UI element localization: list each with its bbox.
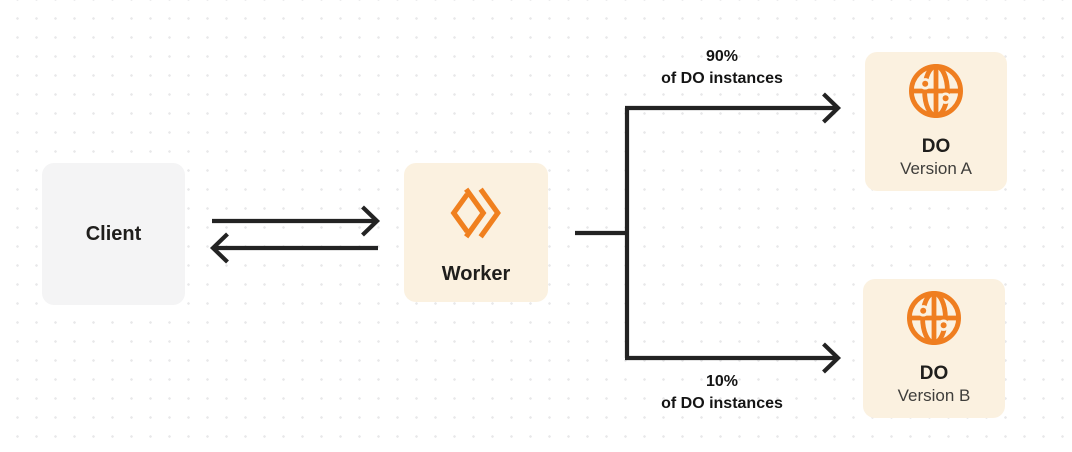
do-version-b-subtitle: Version B: [897, 386, 971, 405]
do-version-a-title: DO: [921, 136, 951, 157]
workers-icon: [447, 184, 505, 242]
edge-label-90-percent-caption: of DO instances: [661, 70, 783, 87]
client-label: Client: [85, 222, 142, 245]
branch-to-do-b-arrowhead: [822, 342, 842, 374]
edge-label-10-percent-caption: of DO instances: [661, 395, 783, 412]
edge-label-90-percent: 90% of DO instances: [617, 46, 827, 90]
durable-object-globe-icon: [904, 288, 964, 348]
client-node: Client: [42, 163, 185, 305]
client-to-worker-arrowhead: [361, 205, 381, 237]
durable-object-globe-icon: [906, 61, 966, 121]
edge-label-90-percent-value: 90%: [705, 48, 739, 65]
do-version-b-node: DO Version B: [863, 279, 1005, 418]
do-version-a-node: DO Version A: [865, 52, 1007, 191]
edge-label-10-percent: 10% of DO instances: [617, 371, 827, 415]
edge-label-10-percent-value: 10%: [705, 373, 739, 390]
do-version-a-subtitle: Version A: [900, 159, 972, 178]
worker-label: Worker: [441, 263, 511, 285]
worker-to-client-arrowhead: [209, 232, 229, 264]
worker-node: Worker: [404, 163, 548, 302]
branch-to-do-a-arrowhead: [822, 92, 842, 124]
do-version-b-title: DO: [919, 363, 949, 384]
